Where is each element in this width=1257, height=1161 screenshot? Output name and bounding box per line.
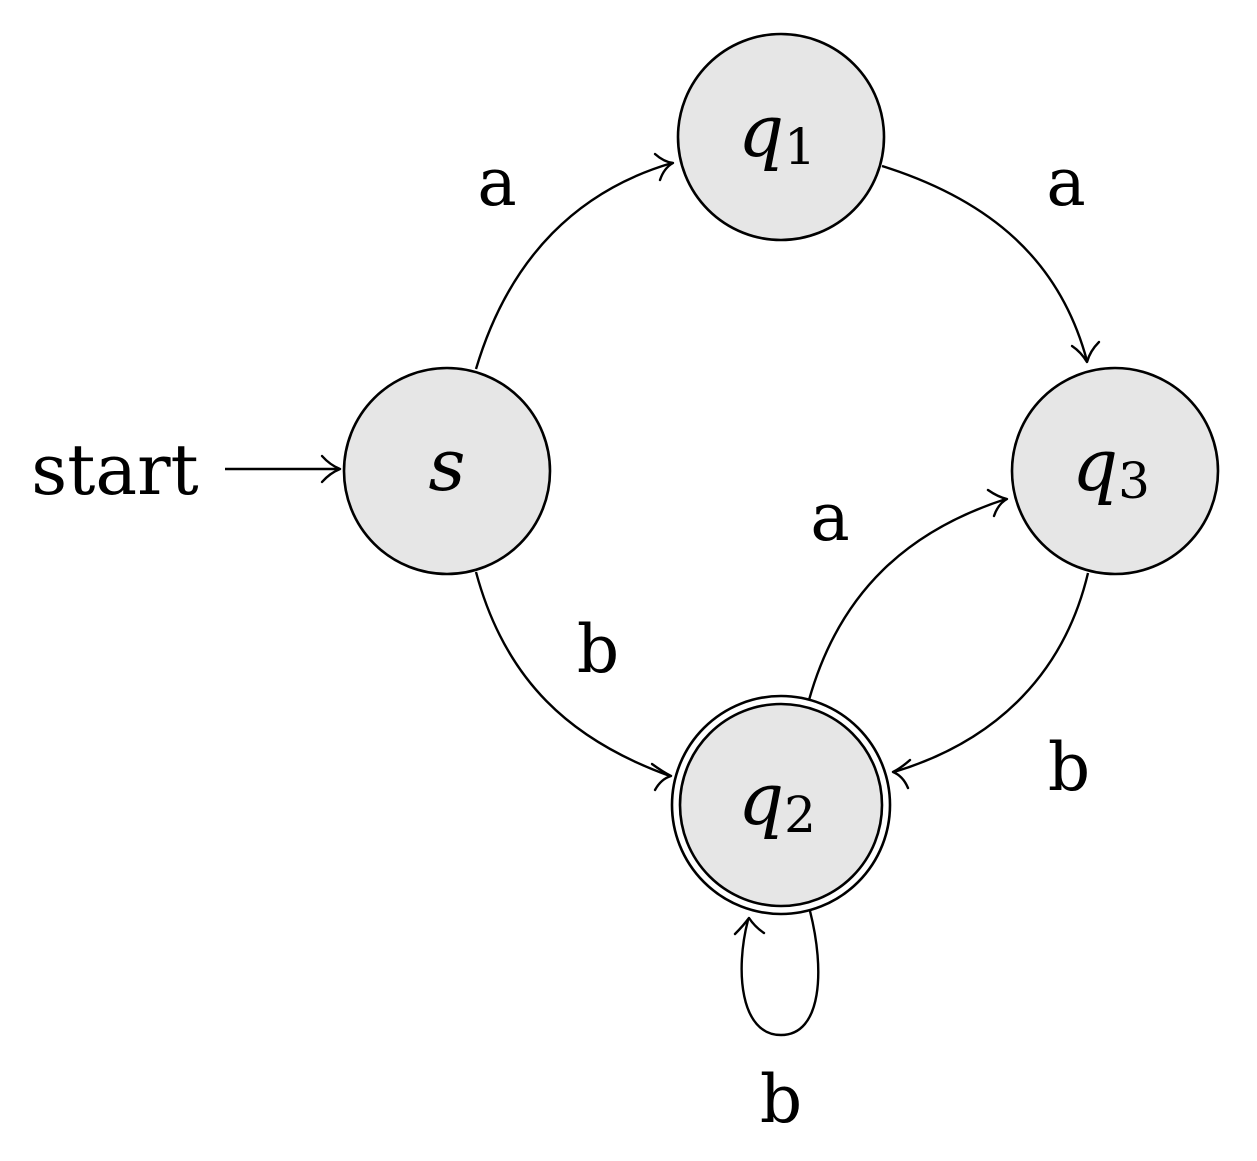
state-label-q3: q3 (1072, 423, 1150, 510)
edge-label-q2-self: b (760, 1061, 802, 1138)
state-q2-accepting: q2 (670, 694, 892, 916)
edge-label-q2-q3: a (810, 479, 849, 556)
state-s: s (342, 366, 552, 576)
state-label-s: s (429, 423, 466, 507)
edge-q1-q3 (881, 164, 1101, 364)
edge-q3-q2 (891, 572, 1090, 790)
edge-label-q1-q3: a (1046, 144, 1085, 221)
edge-label-s-q1: a (477, 144, 516, 221)
state-label-q1: q1 (738, 89, 816, 176)
edge-label-s-q2: b (577, 611, 619, 688)
edge-s-q1 (474, 152, 675, 370)
edge-label-q3-q2: b (1048, 729, 1090, 806)
state-q1: q1 (676, 32, 886, 242)
edge-q2-q3 (807, 488, 1009, 701)
start-arrow (225, 454, 342, 484)
state-q3: q3 (1010, 366, 1220, 576)
edge-s-q2 (474, 571, 673, 792)
edge-q2-self-loop (733, 910, 820, 1037)
state-label-q2: q2 (738, 757, 816, 844)
start-label: start (31, 429, 198, 511)
accepting-outer-ring (670, 694, 892, 916)
